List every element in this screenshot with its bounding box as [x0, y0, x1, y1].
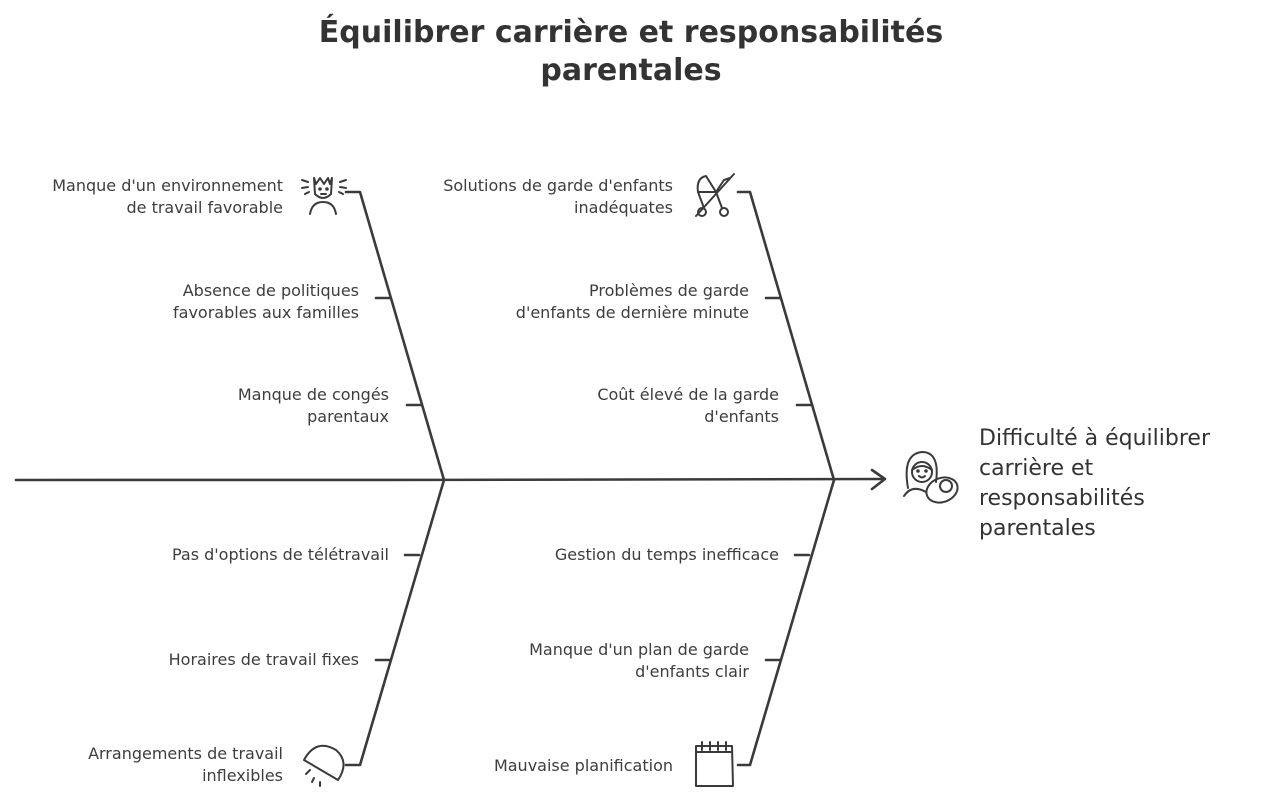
- effect-line-1: Difficulté à équilibrer: [979, 426, 1210, 451]
- effect-line-3: responsabilités: [979, 486, 1145, 511]
- cause-top-right-line-1: Solutions de garde d'enfants: [443, 176, 673, 195]
- subcause-label-bottom-left-1: Pas d'options de télétravail: [172, 544, 389, 566]
- cause-top-right-line-2: inadéquates: [574, 198, 673, 217]
- cause-bottom-left-line-2: inflexibles: [202, 766, 283, 785]
- crossed-stroller-icon: [695, 173, 735, 217]
- cause-label-bottom-right: Mauvaise planification: [494, 755, 673, 777]
- subcause-br-2-line-1: Manque d'un plan de garde: [529, 640, 749, 659]
- umbrella-icon: [303, 744, 345, 787]
- subcause-tl-2-line-2: parentaux: [307, 407, 389, 426]
- subcause-tr-2-line-1: Coût élevé de la garde: [597, 385, 779, 404]
- cause-top-left-line-1: Manque d'un environnement: [52, 176, 283, 195]
- spine-arrowhead: [870, 468, 887, 491]
- subcause-label-top-right-2: Coût élevé de la garde d'enfants: [597, 384, 779, 428]
- subcause-label-bottom-left-2: Horaires de travail fixes: [169, 649, 359, 671]
- bone-top-right: [736, 190, 836, 482]
- mother-baby-icon: [903, 451, 959, 504]
- title-line-2: parentales: [540, 53, 722, 88]
- stressed-worker-icon: [301, 177, 347, 215]
- effect-label: Difficulté à équilibrer carrière et resp…: [979, 424, 1210, 544]
- bone-bottom-left: [344, 478, 446, 767]
- cause-label-top-left: Manque d'un environnement de travail fav…: [52, 175, 283, 219]
- bone-top-left: [344, 190, 446, 482]
- cause-bottom-right-line-1: Mauvaise planification: [493, 756, 673, 775]
- subcause-label-bottom-right-2: Manque d'un plan de garde d'enfants clai…: [529, 639, 749, 683]
- subcause-br-2-line-2: d'enfants clair: [635, 662, 749, 681]
- subcause-tr-1-line-1: Problèmes de garde: [588, 281, 749, 300]
- subcause-tr-2-line-2: d'enfants: [704, 407, 779, 426]
- title-line-1: Équilibrer carrière et responsabilités: [318, 15, 944, 50]
- subcause-br-1-line-1: Gestion du temps inefficace: [554, 545, 779, 564]
- subcause-bl-2-line-1: Horaires de travail fixes: [168, 650, 359, 669]
- cause-label-top-right: Solutions de garde d'enfants inadéquates: [443, 175, 673, 219]
- effect-line-4: parentales: [979, 516, 1096, 541]
- cause-label-bottom-left: Arrangements de travail inflexibles: [88, 743, 283, 787]
- cause-top-left-line-2: de travail favorable: [126, 198, 283, 217]
- cause-bottom-left-line-1: Arrangements de travail: [88, 744, 283, 763]
- subcause-label-bottom-right-1: Gestion du temps inefficace: [555, 544, 779, 566]
- effect-line-2: carrière et: [979, 456, 1094, 481]
- subcause-label-top-left-1: Absence de politiques favorables aux fam…: [173, 280, 359, 324]
- subcause-label-top-left-2: Manque de congés parentaux: [238, 384, 389, 428]
- bone-bottom-right: [736, 478, 836, 767]
- spine-line: [14, 477, 886, 482]
- subcause-tl-2-line-1: Manque de congés: [237, 385, 389, 404]
- subcause-label-top-right-1: Problèmes de garde d'enfants de dernière…: [516, 280, 749, 324]
- calendar-icon: [695, 741, 734, 787]
- subcause-tl-1-line-1: Absence de politiques: [182, 281, 359, 300]
- subcause-tr-1-line-2: d'enfants de dernière minute: [515, 303, 749, 322]
- subcause-tl-1-line-2: favorables aux familles: [173, 303, 359, 322]
- subcause-bl-1-line-1: Pas d'options de télétravail: [171, 545, 389, 564]
- diagram-title: Équilibrer carrière et responsabilités p…: [0, 14, 1262, 90]
